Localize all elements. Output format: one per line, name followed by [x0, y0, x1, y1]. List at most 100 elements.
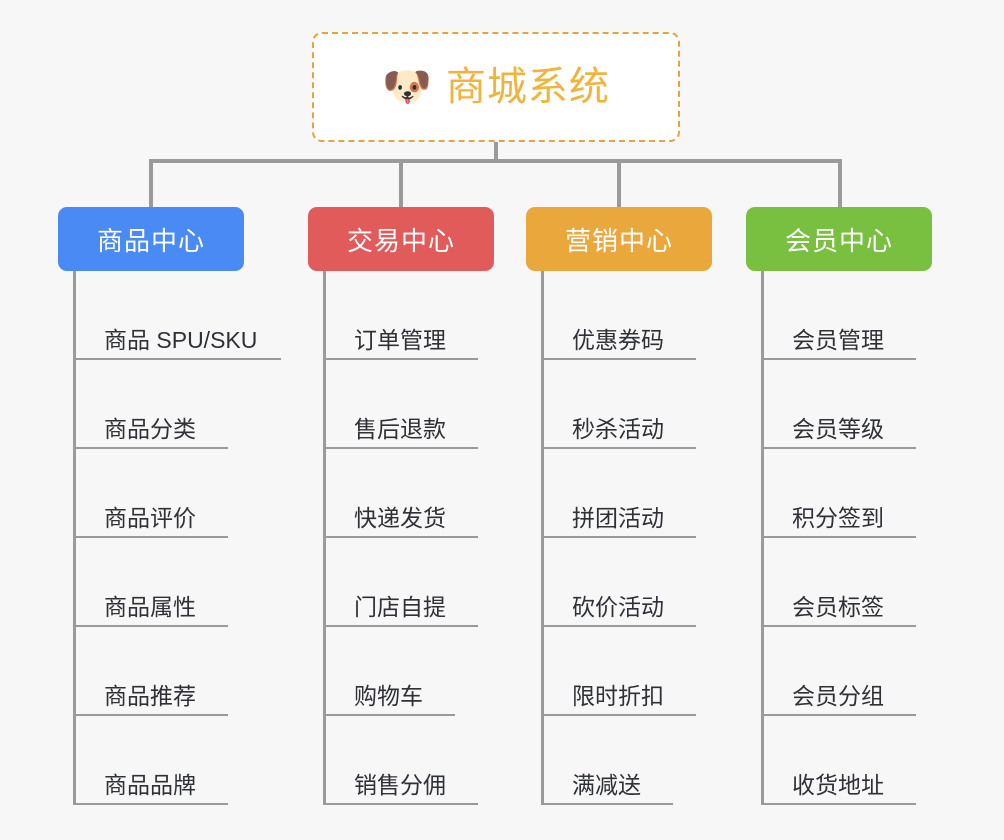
leaf-label: 会员标签 — [792, 594, 884, 620]
leaf-label: 销售分佣 — [354, 772, 446, 798]
dog-face-icon: 🐶 — [382, 65, 432, 109]
root-title: 商城系统 — [445, 65, 610, 109]
leaf-item[interactable]: 售后退款 — [308, 360, 494, 449]
leaf-label: 砍价活动 — [572, 594, 664, 620]
branch-header-3[interactable]: 会员中心 — [746, 207, 932, 271]
branch-column-0: 商品中心 商品 SPU/SKU 商品分类 商品评价 商品属性 商品推荐 — [58, 207, 281, 805]
leaf-underline — [761, 536, 916, 538]
leaf-item[interactable]: 商品品牌 — [58, 716, 244, 805]
leaf-underline — [541, 625, 696, 627]
connector-drop-2 — [617, 159, 621, 209]
leaf-label: 订单管理 — [354, 327, 446, 353]
leaf-list-0: 商品 SPU/SKU 商品分类 商品评价 商品属性 商品推荐 商品品牌 — [58, 271, 281, 805]
leaf-label: 会员管理 — [792, 327, 884, 353]
leaf-underline — [541, 536, 696, 538]
leaf-item[interactable]: 拼团活动 — [526, 449, 712, 538]
leaf-item[interactable]: 商品推荐 — [58, 627, 244, 716]
leaf-underline — [73, 358, 281, 360]
leaf-label: 门店自提 — [354, 594, 446, 620]
branch-header-0[interactable]: 商品中心 — [58, 207, 244, 271]
leaf-item[interactable]: 商品属性 — [58, 538, 244, 627]
leaf-underline — [541, 714, 696, 716]
leaf-label: 购物车 — [354, 683, 423, 709]
leaf-item[interactable]: 会员标签 — [746, 538, 932, 627]
leaf-label: 商品评价 — [104, 505, 196, 531]
leaf-label: 商品品牌 — [104, 772, 196, 798]
leaf-list-2: 优惠券码 秒杀活动 拼团活动 砍价活动 限时折扣 满减送 — [526, 271, 712, 805]
connector-drop-1 — [399, 159, 403, 209]
leaf-item[interactable]: 砍价活动 — [526, 538, 712, 627]
leaf-underline — [73, 714, 228, 716]
branch-column-1: 交易中心 订单管理 售后退款 快递发货 门店自提 购物车 — [308, 207, 494, 805]
leaf-item[interactable]: 积分签到 — [746, 449, 932, 538]
leaf-underline — [761, 625, 916, 627]
leaf-label: 商品 SPU/SKU — [104, 327, 258, 353]
leaf-label: 积分签到 — [792, 505, 884, 531]
leaf-underline — [73, 536, 228, 538]
leaf-item[interactable]: 秒杀活动 — [526, 360, 712, 449]
leaf-underline — [323, 625, 478, 627]
leaf-list-3: 会员管理 会员等级 积分签到 会员标签 会员分组 收货地址 — [746, 271, 932, 805]
leaf-underline — [323, 358, 478, 360]
leaf-item[interactable]: 会员等级 — [746, 360, 932, 449]
leaf-item[interactable]: 快递发货 — [308, 449, 494, 538]
leaf-underline — [323, 803, 478, 805]
leaf-item[interactable]: 商品评价 — [58, 449, 244, 538]
leaf-item[interactable]: 门店自提 — [308, 538, 494, 627]
leaf-item[interactable]: 优惠券码 — [526, 271, 712, 360]
leaf-label: 商品属性 — [104, 594, 196, 620]
leaf-label: 会员等级 — [792, 416, 884, 442]
leaf-item[interactable]: 会员管理 — [746, 271, 932, 360]
connector-drop-3 — [838, 159, 842, 209]
connector-root-stub — [494, 142, 498, 163]
leaf-item[interactable]: 限时折扣 — [526, 627, 712, 716]
connector-drop-0 — [149, 159, 153, 209]
leaf-label: 商品推荐 — [104, 683, 196, 709]
leaf-item[interactable]: 满减送 — [526, 716, 712, 805]
branch-trunk-3 — [761, 271, 764, 805]
branch-trunk-0 — [73, 271, 76, 805]
leaf-label: 秒杀活动 — [572, 416, 664, 442]
branch-title-3: 会员中心 — [784, 225, 893, 256]
branch-title-1: 交易中心 — [346, 225, 455, 256]
leaf-item[interactable]: 会员分组 — [746, 627, 932, 716]
leaf-item[interactable]: 购物车 — [308, 627, 494, 716]
leaf-label: 售后退款 — [354, 416, 446, 442]
branch-title-0: 商品中心 — [96, 225, 205, 256]
leaf-underline — [541, 358, 696, 360]
branch-header-1[interactable]: 交易中心 — [308, 207, 494, 271]
leaf-label: 满减送 — [572, 772, 641, 798]
leaf-underline — [761, 714, 916, 716]
branch-trunk-1 — [323, 271, 326, 805]
leaf-underline — [761, 447, 916, 449]
branch-header-2[interactable]: 营销中心 — [526, 207, 712, 271]
leaf-underline — [323, 536, 478, 538]
leaf-underline — [323, 714, 455, 716]
leaf-underline — [541, 803, 673, 805]
root-node[interactable]: 🐶 商城系统 — [312, 32, 680, 142]
leaf-underline — [541, 447, 696, 449]
leaf-label: 拼团活动 — [572, 505, 664, 531]
leaf-underline — [73, 803, 228, 805]
branch-trunk-2 — [541, 271, 544, 805]
leaf-underline — [761, 358, 916, 360]
leaf-underline — [323, 447, 478, 449]
connector-horizontal-bus — [149, 159, 842, 163]
leaf-underline — [761, 803, 916, 805]
leaf-label: 限时折扣 — [572, 683, 664, 709]
leaf-label: 快递发货 — [354, 505, 446, 531]
branch-column-3: 会员中心 会员管理 会员等级 积分签到 会员标签 会员分组 — [746, 207, 932, 805]
leaf-label: 收货地址 — [792, 772, 884, 798]
leaf-item[interactable]: 销售分佣 — [308, 716, 494, 805]
leaf-item[interactable]: 商品 SPU/SKU — [58, 271, 281, 360]
leaf-underline — [73, 447, 228, 449]
leaf-list-1: 订单管理 售后退款 快递发货 门店自提 购物车 销售分佣 — [308, 271, 494, 805]
leaf-item[interactable]: 商品分类 — [58, 360, 244, 449]
leaf-label: 商品分类 — [104, 416, 196, 442]
leaf-label: 优惠券码 — [572, 327, 664, 353]
branch-column-2: 营销中心 优惠券码 秒杀活动 拼团活动 砍价活动 限时折扣 — [526, 207, 712, 805]
leaf-item[interactable]: 收货地址 — [746, 716, 932, 805]
branch-title-2: 营销中心 — [564, 225, 673, 256]
leaf-item[interactable]: 订单管理 — [308, 271, 494, 360]
